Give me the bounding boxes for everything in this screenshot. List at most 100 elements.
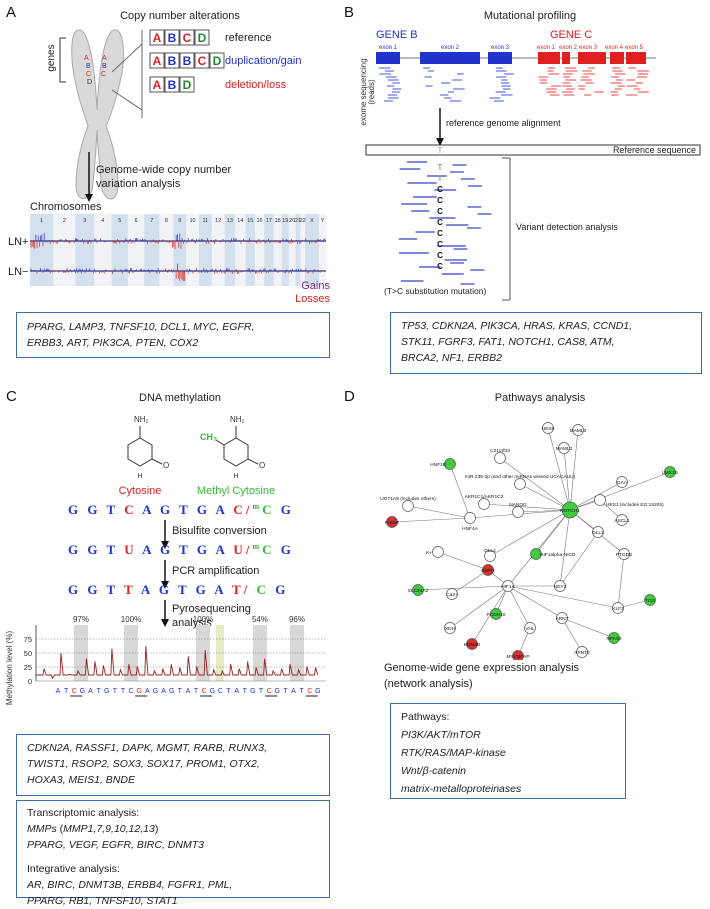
network-node-akr1c1 bbox=[478, 498, 490, 510]
chromosome-band bbox=[295, 214, 301, 286]
cytosine-structure bbox=[127, 426, 163, 467]
chromosome-band bbox=[281, 214, 289, 286]
sequence-base: C bbox=[129, 688, 134, 695]
network-node-label: ARNT bbox=[555, 616, 568, 622]
network-node-label: PTGDS bbox=[616, 552, 633, 558]
network-node-label: HES6 bbox=[542, 426, 555, 432]
sequence-pcr: G G T T A G T G A T/ C G bbox=[68, 582, 288, 597]
exon-c bbox=[538, 52, 560, 64]
network-edge bbox=[507, 585, 619, 609]
sequence-base: G bbox=[315, 688, 320, 695]
chromosome-band bbox=[305, 214, 320, 286]
network-node-kdm6b bbox=[466, 638, 478, 650]
chromosome-number: 17 bbox=[266, 218, 272, 224]
svg-text:C: C bbox=[86, 71, 91, 78]
network-node-hif1nicd bbox=[530, 548, 542, 560]
sequence-base: A bbox=[88, 688, 93, 695]
exon-c bbox=[578, 52, 606, 64]
svg-text:A: A bbox=[84, 55, 89, 62]
network-node-hes6 bbox=[542, 422, 554, 434]
methylation-percent: 100% bbox=[193, 615, 213, 624]
network-node-pcdh10 bbox=[490, 608, 502, 620]
sequence-base: A bbox=[161, 688, 166, 695]
track-label-ln-pos: LN+ bbox=[8, 236, 29, 248]
gene-letter: B bbox=[183, 54, 192, 68]
network-node-hif1a bbox=[502, 580, 514, 592]
network-edge bbox=[451, 569, 489, 595]
gene-letter: A bbox=[153, 54, 162, 68]
exon-b-label: exon 2 bbox=[441, 45, 460, 51]
sequence-base: T bbox=[64, 688, 69, 695]
chromosome-number: 5 bbox=[118, 218, 121, 224]
sequence-base: A bbox=[56, 688, 61, 695]
integrative-line-2: PPARG, RB1, TNFSF10, STAT1 bbox=[27, 895, 178, 907]
sequence-base: G bbox=[210, 688, 215, 695]
panel-b-title: Mutational profiling bbox=[483, 10, 577, 22]
pathway-item: RTK/RAS/MAP-kinase bbox=[401, 747, 506, 759]
sequence-base: T bbox=[243, 688, 248, 695]
exon-b bbox=[488, 52, 512, 64]
network-edge bbox=[569, 429, 579, 511]
genes-line: PPARG, LAMP3, TNFSF10, DCL1, MYC, EGFR, bbox=[27, 321, 255, 333]
duplication-label: duplication/gain bbox=[225, 55, 301, 67]
network-node-label: NPAS4 bbox=[606, 636, 622, 642]
sequence-base: T bbox=[178, 688, 183, 695]
network-node-label: EGFR bbox=[481, 568, 495, 574]
network-node-label: TGS bbox=[645, 598, 655, 604]
network-node-label: HNF4A bbox=[462, 526, 479, 532]
network-edge bbox=[471, 585, 509, 645]
sequence-base: T bbox=[299, 688, 304, 695]
chromosome-number: 11 bbox=[203, 218, 209, 224]
gene-letter-box bbox=[164, 29, 180, 46]
integrative-title: Integrative analysis: bbox=[27, 863, 120, 875]
pyro-label-1: Pyrosequencing bbox=[172, 603, 251, 615]
chromosome-number: 2 bbox=[63, 218, 66, 224]
y-tick-label: 50 bbox=[24, 649, 32, 658]
network-node-label: DLL4 bbox=[484, 548, 496, 554]
pathway-item: Wnt/β-catenin bbox=[401, 765, 466, 777]
read-base: C bbox=[437, 185, 443, 194]
gene-letter-box bbox=[179, 29, 195, 46]
network-edge bbox=[507, 509, 571, 587]
reference-sequence-label: Reference sequence bbox=[613, 145, 696, 155]
network-node-label: DLL1 bbox=[592, 530, 604, 536]
caption-line-2: (network analysis) bbox=[384, 678, 473, 690]
genes-line: CDKN2A, RASSF1, DAPK, MGMT, RARB, RUNX3, bbox=[27, 742, 267, 754]
read-base: T bbox=[438, 174, 443, 183]
network-node-label: C21orf33 bbox=[490, 448, 510, 454]
sequence-base: T bbox=[113, 688, 118, 695]
network-node-label: HIF1alpha-NICD bbox=[540, 552, 576, 558]
network-edge bbox=[449, 585, 509, 629]
y-label-2: (reads) bbox=[367, 79, 376, 105]
sequence-base: T bbox=[226, 688, 231, 695]
gene-letter: D bbox=[198, 31, 207, 45]
network-node-label: HEY2 bbox=[554, 584, 567, 590]
read-base: C bbox=[437, 229, 443, 238]
network-node-mir bbox=[514, 478, 526, 490]
pcr-label: PCR amplification bbox=[172, 565, 259, 577]
sequence-base: T bbox=[259, 688, 264, 695]
svg-text:B: B bbox=[102, 63, 107, 70]
sequence-base: G bbox=[250, 688, 255, 695]
sequence-base: C bbox=[307, 688, 312, 695]
chromosome-number: 19 bbox=[282, 218, 288, 224]
genes-line: TP53, CDKN2A, PIK3CA, HRAS, KRAS, CCND1, bbox=[401, 320, 633, 332]
network-node-arnt bbox=[556, 612, 568, 624]
exon-c-label: exon 4 bbox=[605, 45, 624, 51]
pyrogram-y-label: Methylation level (%) bbox=[5, 631, 14, 706]
y-tick-label: 0 bbox=[28, 677, 32, 686]
reference-sequence-bar bbox=[365, 144, 701, 156]
transcriptomic-line-2: PPARG, VEGF, EGFR, BIRC, DNMT3 bbox=[27, 839, 204, 851]
methylation-percent: 100% bbox=[121, 615, 141, 624]
network-node-dll1 bbox=[592, 526, 604, 538]
network-node-ascl1 bbox=[616, 514, 628, 526]
network-node-ptgds bbox=[618, 548, 630, 560]
read-base: C bbox=[437, 196, 443, 205]
gene-letter-box bbox=[164, 76, 180, 93]
chromosome-band bbox=[144, 214, 160, 286]
panel-d-title: Pathways analysis bbox=[494, 392, 586, 404]
network-node-label: MAML3 bbox=[570, 428, 587, 434]
